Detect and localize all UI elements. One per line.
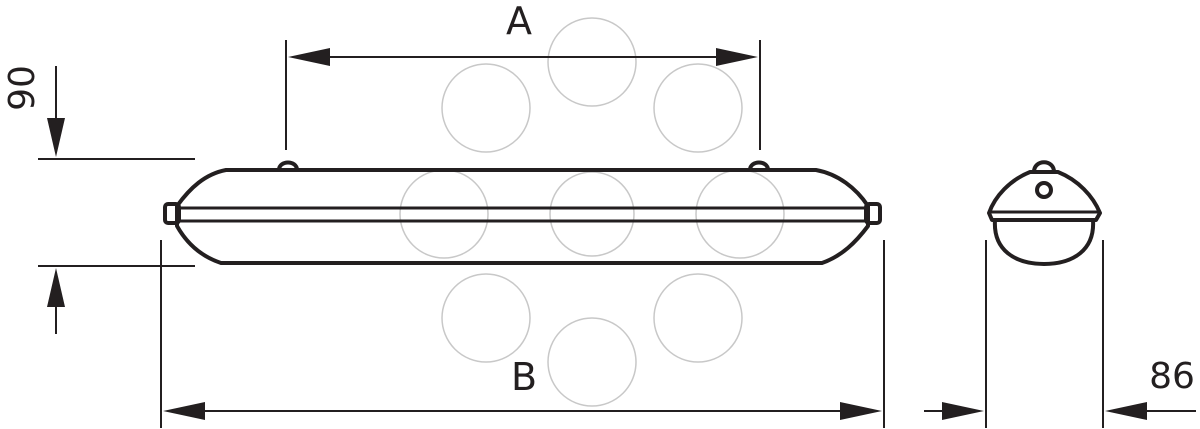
dimension-b-arrow-right [840, 402, 882, 420]
dimension-b: B [160, 240, 885, 428]
dimension-height-label: 90 [2, 65, 43, 111]
dimension-a-arrow-right [716, 48, 758, 66]
dimension-height-arrow-bottom [47, 268, 65, 307]
dimension-depth-label: 86 [1149, 356, 1195, 397]
end-view-fixing-hole [1035, 181, 1053, 199]
dimension-a-arrow-left [288, 48, 330, 66]
luminaire-end-cap-left [163, 202, 181, 225]
end-view-mounting-lug [1032, 160, 1056, 173]
dimension-b-arrow-left [163, 402, 205, 420]
dimension-a: A [285, 0, 761, 150]
dimension-height: 90 [2, 65, 195, 334]
mounting-bracket-left [277, 160, 299, 171]
luminaire-body [175, 168, 870, 265]
dimension-a-label: A [506, 0, 532, 43]
luminaire-end-cap-right [864, 202, 882, 225]
watermark-logo [399, 17, 785, 407]
dimension-height-arrow-top [47, 118, 65, 157]
mounting-bracket-right [748, 160, 770, 171]
luminaire-end-view [987, 160, 1102, 266]
dimension-b-label: B [511, 355, 537, 399]
dimension-depth-arrow-right [1105, 402, 1147, 420]
dimension-depth-arrow-left [942, 402, 984, 420]
end-view-diffuser [992, 219, 1096, 266]
luminaire-side-view [163, 160, 882, 265]
dimension-depth: 86 [924, 240, 1196, 428]
